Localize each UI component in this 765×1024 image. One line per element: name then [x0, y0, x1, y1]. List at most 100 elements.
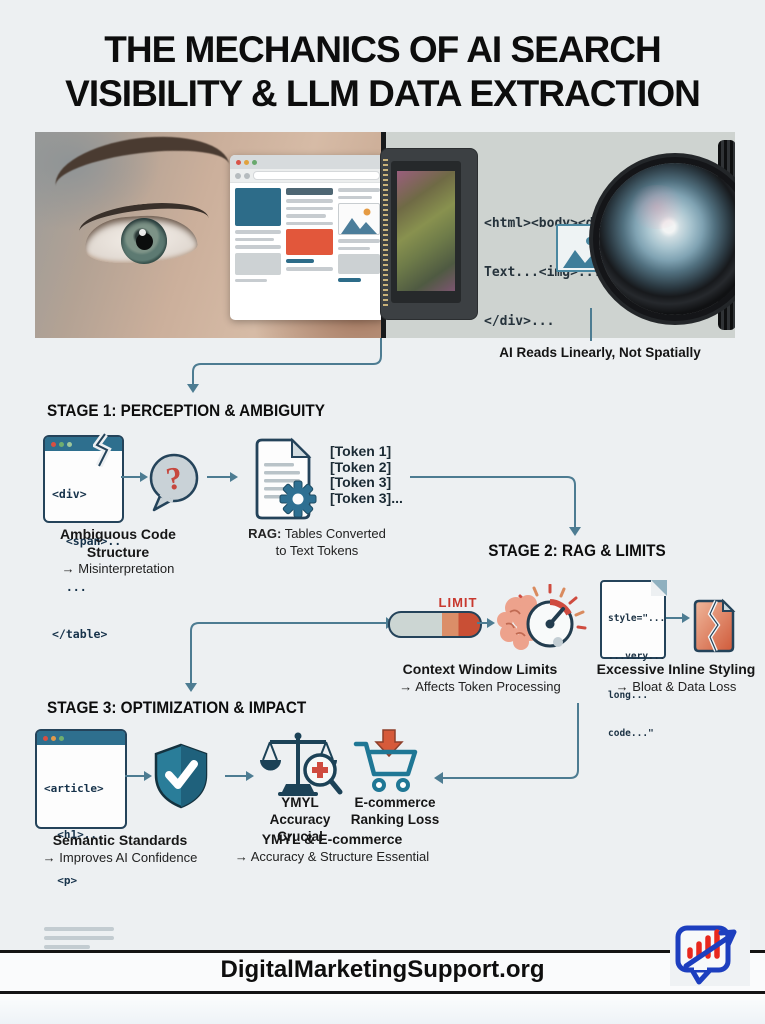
speech-bubble-chart-logo	[670, 920, 750, 986]
crack-icon	[93, 433, 112, 467]
webpage-content	[230, 183, 385, 287]
token: [Token 3]...	[330, 489, 403, 506]
scale-caption: YMYL Accuracy Crucial	[252, 795, 348, 846]
window-titlebar	[37, 731, 125, 745]
code-line: <div>	[52, 487, 87, 502]
connector-stage2-branch	[442, 703, 579, 779]
caption-sub: → Affects Token Processing	[399, 678, 561, 694]
caption-title: Excessive Inline Styling	[596, 661, 756, 677]
teal-line	[285, 259, 314, 263]
traffic-dot-green	[252, 159, 257, 165]
question-bubble-icon: ?	[149, 453, 199, 512]
mock-column	[338, 188, 380, 282]
stage1-item2-caption: RAG: Tables Converted to Text Tokens	[237, 526, 397, 560]
code-line: </div>...	[484, 314, 555, 330]
footer-rule-top	[0, 950, 765, 953]
arrowhead-left	[434, 772, 443, 784]
down-arrow	[374, 729, 404, 758]
sensor-glass	[397, 171, 455, 291]
token: [Token 2]	[330, 458, 392, 475]
hero-collage: <html><body><div> Text...<img>... </div>…	[35, 132, 735, 338]
limit-label: LIMIT	[438, 595, 478, 610]
caption-sub: → Improves AI Confidence	[42, 849, 198, 865]
page-title: THE MECHANICS OF AI SEARCH VISIBILITY & …	[0, 28, 765, 117]
code-line: ...	[52, 580, 87, 595]
footer-band	[0, 953, 765, 991]
stage1-heading: STAGE 1: PERCEPTION & AMBIGUITY	[47, 401, 325, 420]
text-line	[338, 188, 380, 192]
window-dot-green	[59, 441, 64, 447]
text-line	[235, 278, 267, 282]
shield-check-icon	[154, 743, 208, 809]
site-link[interactable]: DigitalMarketingSupport.org	[220, 956, 545, 983]
hero-right-panel: <html><body><div> Text...<img>... </div>…	[380, 132, 735, 338]
window-dot-orange	[51, 735, 56, 741]
camera-lens-icon	[599, 163, 735, 315]
token: [Token 1]	[330, 443, 392, 459]
caption-sub: → Accuracy & Structure Essential	[234, 848, 430, 864]
limit-progress-pill	[388, 611, 482, 638]
rag-rest: Tables Converted	[281, 526, 386, 541]
text-line	[338, 239, 380, 243]
text-line	[338, 195, 372, 199]
caption-title: Context Window Limits	[402, 661, 558, 677]
text-line	[285, 206, 333, 210]
mountain-sun-icon	[341, 208, 377, 234]
gray-block	[338, 254, 380, 274]
eye-highlight	[139, 229, 146, 236]
browser-navbar	[230, 169, 385, 183]
token-list: [Token 1] [Token 2] [Token 3] [Token 3].…	[330, 443, 403, 506]
arrow-right-icon	[125, 771, 152, 781]
url-bar	[253, 171, 380, 180]
caption-sub: → Misinterpretation	[61, 561, 175, 576]
code-line: style="...	[608, 612, 666, 624]
back-icon	[235, 172, 241, 179]
question-mark: ?	[164, 459, 185, 497]
mountain-sun-icon	[563, 237, 600, 268]
text-line	[285, 214, 326, 218]
window-dot-red	[43, 735, 48, 741]
caption-sub: → Bloat & Data Loss	[615, 678, 737, 694]
stage3-combo-caption: YMYL & E-commerce → Accuracy & Structure…	[212, 831, 452, 865]
broken-code-window-icon: <div> <span>.. ... </table>	[43, 433, 124, 641]
text-line	[235, 245, 281, 249]
growth-arrow-icon	[683, 929, 737, 969]
stage3-item1-caption: Semantic Standards → Improves AI Confide…	[22, 832, 218, 866]
code-line: ...very...	[608, 651, 666, 663]
arrow-right-icon	[225, 771, 254, 781]
arrowhead-down	[185, 683, 197, 692]
browser-titlebar	[230, 155, 385, 169]
traffic-dot-red	[236, 159, 241, 165]
caption-title: YMYL & E-commerce	[261, 831, 403, 847]
inline-style-document-icon: style="... ...very... long... code..."	[600, 579, 667, 739]
stage3-heading: STAGE 3: OPTIMIZATION & IMPACT	[47, 698, 307, 717]
text-placeholder-lines	[44, 927, 118, 950]
ambiguous-code: <div> <span>.. ... </table>	[45, 451, 122, 673]
code-line: <p>	[44, 874, 78, 888]
window-dot-red	[51, 441, 56, 447]
title-line-1: THE MECHANICS OF AI SEARCH	[104, 29, 661, 70]
stage2-item1-caption: Context Window Limits → Affects Token Pr…	[385, 661, 575, 695]
heading-bar	[285, 188, 333, 195]
stage2-item2-caption: Excessive Inline Styling → Bloat & Data …	[586, 661, 765, 695]
code-line: </table>	[52, 626, 108, 641]
mock-column	[285, 188, 333, 282]
gear-icon	[279, 480, 317, 518]
image-placeholder-icon	[556, 224, 605, 272]
teal-line	[338, 278, 362, 282]
sensor-pins	[383, 159, 388, 309]
connector-strip-to-stage1	[192, 338, 382, 385]
caption-title: RAG: Tables Converted	[237, 526, 397, 543]
token: [Token 3]	[330, 474, 392, 490]
caption-title: Semantic Standards	[52, 832, 188, 848]
code-line: <h1>...	[44, 827, 104, 841]
arrowhead-down	[187, 384, 199, 393]
code-line: long...	[608, 689, 649, 701]
code-window-icon: <article> <h1>... <p>	[35, 729, 127, 950]
footer-rule-bottom	[0, 991, 765, 994]
arrow-right-icon	[477, 618, 495, 628]
window-dot-green2	[67, 441, 72, 447]
connector-stage1-to-stage2	[410, 476, 576, 528]
text-line	[44, 927, 114, 932]
